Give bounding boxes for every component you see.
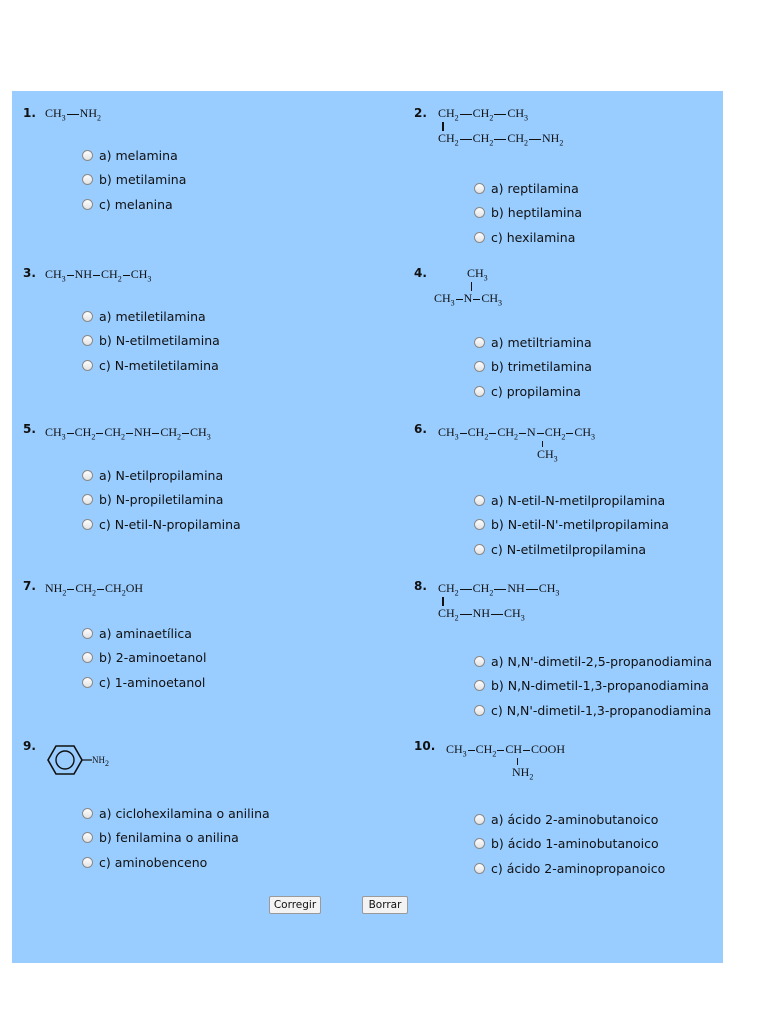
- question-number: 6.: [414, 422, 427, 436]
- radio-button[interactable]: [82, 518, 93, 530]
- radio-button[interactable]: [82, 359, 93, 371]
- option-q4-a[interactable]: a) metiltriamina: [474, 330, 592, 355]
- radio-button[interactable]: [82, 310, 93, 322]
- option-q10-a[interactable]: a) ácido 2-aminobutanoico: [474, 807, 665, 832]
- clear-button[interactable]: Borrar: [362, 896, 408, 914]
- option-q9-c[interactable]: c) aminobenceno: [82, 850, 270, 875]
- radio-button[interactable]: [474, 385, 485, 397]
- option-q3-b[interactable]: b) N-etilmetilamina: [82, 329, 220, 354]
- options-q2: a) reptilamina b) heptilamina c) hexilam…: [474, 176, 582, 250]
- radio-button[interactable]: [474, 655, 485, 667]
- radio-button[interactable]: [474, 838, 485, 850]
- radio-button[interactable]: [474, 680, 485, 692]
- radio-button[interactable]: [474, 182, 485, 194]
- options-q7: a) aminaetílica b) 2-aminoetanol c) 1-am…: [82, 621, 206, 695]
- option-q5-c[interactable]: c) N-etil-N-propilamina: [82, 512, 241, 537]
- option-q7-a[interactable]: a) aminaetílica: [82, 621, 206, 646]
- radio-button[interactable]: [82, 856, 93, 868]
- radio-button[interactable]: [474, 813, 485, 825]
- radio-button[interactable]: [474, 519, 485, 531]
- option-q6-b[interactable]: b) N-etil-N'-metilpropilamina: [474, 513, 669, 538]
- option-q3-c[interactable]: c) N-metiletilamina: [82, 353, 220, 378]
- formula-q9: NH2: [42, 739, 111, 781]
- option-q8-c[interactable]: c) N,N'-dimetil-1,3-propanodiamina: [474, 698, 712, 723]
- radio-button[interactable]: [82, 832, 93, 844]
- radio-button[interactable]: [82, 494, 93, 506]
- question-number: 7.: [23, 579, 36, 593]
- option-q1-a[interactable]: a) melamina: [82, 143, 186, 168]
- benzene-ring-icon: [47, 745, 92, 775]
- question-number: 10.: [414, 739, 436, 753]
- radio-button[interactable]: [474, 862, 485, 874]
- option-q6-a[interactable]: a) N-etil-N-metilpropilamina: [474, 488, 669, 513]
- option-q7-b[interactable]: b) 2-aminoetanol: [82, 646, 206, 671]
- radio-button[interactable]: [474, 543, 485, 555]
- radio-button[interactable]: [82, 676, 93, 688]
- option-q10-b[interactable]: b) ácido 1-aminobutanoico: [474, 832, 665, 857]
- option-q4-b[interactable]: b) trimetilamina: [474, 355, 592, 380]
- option-q3-a[interactable]: a) metiletilamina: [82, 304, 220, 329]
- options-q4: a) metiltriamina b) trimetilamina c) pro…: [474, 330, 592, 404]
- radio-button[interactable]: [474, 207, 485, 219]
- option-q1-b[interactable]: b) metilamina: [82, 168, 186, 193]
- option-q5-a[interactable]: a) N-etilpropilamina: [82, 463, 241, 488]
- radio-button[interactable]: [82, 469, 93, 481]
- option-q1-c[interactable]: c) melanina: [82, 192, 186, 217]
- option-q2-c[interactable]: c) hexilamina: [474, 225, 582, 250]
- options-q6: a) N-etil-N-metilpropilamina b) N-etil-N…: [474, 488, 669, 562]
- option-q8-b[interactable]: b) N,N-dimetil-1,3-propanodiamina: [474, 674, 712, 699]
- radio-button[interactable]: [82, 627, 93, 639]
- options-q1: a) melamina b) metilamina c) melanina: [82, 143, 186, 217]
- option-q10-c[interactable]: c) ácido 2-aminopropanoico: [474, 856, 665, 881]
- radio-button[interactable]: [82, 335, 93, 347]
- question-number: 9.: [23, 739, 36, 753]
- option-q4-c[interactable]: c) propilamina: [474, 379, 592, 404]
- option-q9-a[interactable]: a) ciclohexilamina o anilina: [82, 801, 270, 826]
- option-q2-b[interactable]: b) heptilamina: [474, 201, 582, 226]
- question-number: 4.: [414, 266, 427, 280]
- radio-button[interactable]: [82, 198, 93, 210]
- options-q3: a) metiletilamina b) N-etilmetilamina c)…: [82, 304, 220, 378]
- question-number: 8.: [414, 579, 427, 593]
- options-q5: a) N-etilpropilamina b) N-propiletilamin…: [82, 463, 241, 537]
- question-number: 3.: [23, 266, 36, 280]
- radio-button[interactable]: [474, 494, 485, 506]
- radio-button[interactable]: [82, 652, 93, 664]
- option-q9-b[interactable]: b) fenilamina o anilina: [82, 826, 270, 851]
- option-q8-a[interactable]: a) N,N'-dimetil-2,5-propanodiamina: [474, 649, 712, 674]
- options-q10: a) ácido 2-aminobutanoico b) ácido 1-ami…: [474, 807, 665, 881]
- options-q9: a) ciclohexilamina o anilina b) fenilami…: [82, 801, 270, 875]
- radio-button[interactable]: [474, 704, 485, 716]
- option-q5-b[interactable]: b) N-propiletilamina: [82, 488, 241, 513]
- question-number: 1.: [23, 106, 36, 120]
- option-q2-a[interactable]: a) reptilamina: [474, 176, 582, 201]
- question-number: 5.: [23, 422, 36, 436]
- radio-button[interactable]: [82, 174, 93, 186]
- radio-button[interactable]: [474, 231, 485, 243]
- option-q6-c[interactable]: c) N-etilmetilpropilamina: [474, 537, 669, 562]
- radio-button[interactable]: [82, 807, 93, 819]
- correct-button[interactable]: Corregir: [269, 896, 321, 914]
- radio-button[interactable]: [82, 149, 93, 161]
- radio-button[interactable]: [474, 336, 485, 348]
- radio-button[interactable]: [474, 361, 485, 373]
- options-q8: a) N,N'-dimetil-2,5-propanodiamina b) N,…: [474, 649, 712, 723]
- question-number: 2.: [414, 106, 427, 120]
- option-q7-c[interactable]: c) 1-aminoetanol: [82, 670, 206, 695]
